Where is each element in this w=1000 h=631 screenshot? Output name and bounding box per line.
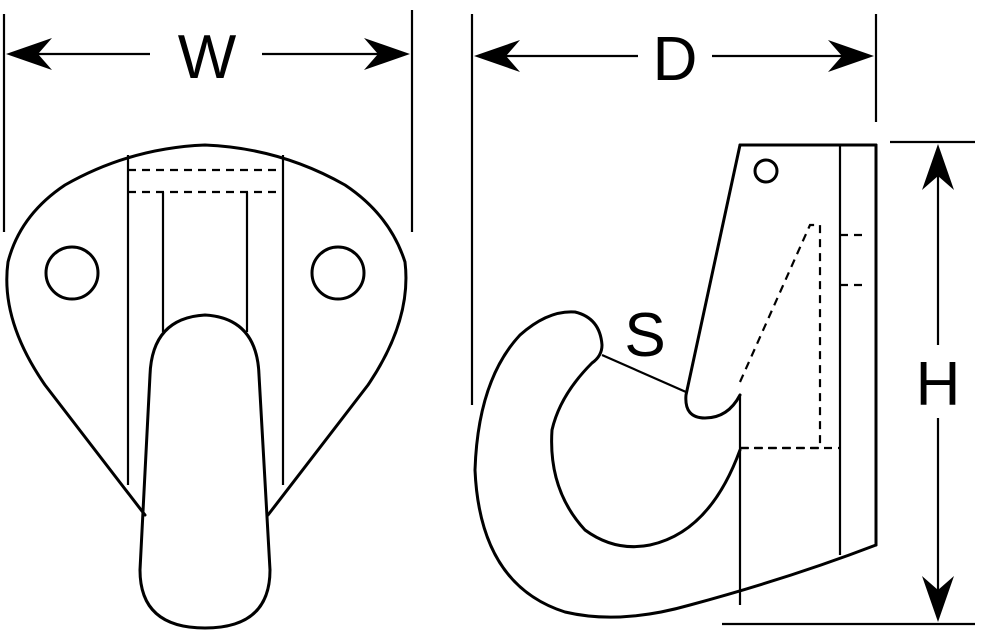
latch-arm [684,143,742,420]
width-label: W [178,23,237,92]
throat-label: S [624,301,665,370]
throat-line [601,353,687,394]
hook-tongue [138,313,272,630]
height-arrow-bottom [922,576,954,622]
pivot-hole [753,158,779,184]
mounting-plate [5,143,408,517]
front-view [5,143,408,630]
side-view [473,143,878,619]
height-arrow-top [922,144,954,190]
width-arrow-left [6,38,52,70]
height-label: H [916,350,961,419]
height-dimension: H [722,140,975,626]
hook-body [473,310,878,619]
depth-arrow-right [828,40,874,72]
depth-arrow-left [474,40,520,72]
width-arrow-right [364,38,410,70]
depth-dimension: D [470,14,878,405]
hidden-internal-outline [738,223,822,450]
width-dimension: W [2,10,414,232]
depth-label: D [653,25,698,94]
right-screw-hole [310,245,366,301]
left-screw-hole [44,245,100,301]
